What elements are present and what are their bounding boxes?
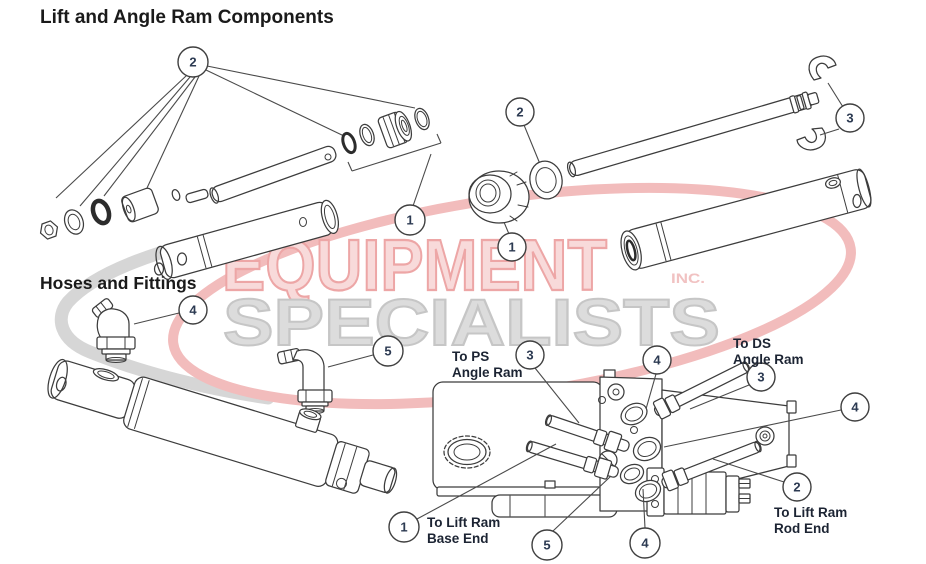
lift-packing-seal <box>529 160 563 200</box>
port-2 <box>632 436 662 462</box>
angle-ram-tube <box>155 199 340 280</box>
hose-ds <box>652 361 751 420</box>
callout-plug: 5 <box>531 529 563 561</box>
svg-text:To Lift Ram: To Lift Ram <box>774 505 847 520</box>
callout-elbow-5: 5 <box>372 335 404 367</box>
tube-side-hole <box>299 217 307 227</box>
cup-washer <box>63 209 85 235</box>
svg-text:2: 2 <box>189 55 196 70</box>
svg-text:4: 4 <box>189 303 197 318</box>
hex-nut <box>39 220 59 240</box>
callout-2-fan-lines <box>55 65 416 207</box>
tube-side-hole-2 <box>852 193 862 209</box>
callout-packing: 2 <box>505 97 535 127</box>
elbow-fitting-4 <box>91 298 136 363</box>
seal-ring-dark <box>90 198 112 226</box>
watermark-swoosh-gray <box>54 223 275 405</box>
base-plate <box>436 480 623 518</box>
label-to-lift-ram-rod-end: To Lift Ram Rod End <box>774 505 847 536</box>
port-1 <box>620 402 648 426</box>
svg-text:2: 2 <box>793 480 800 495</box>
svg-text:1: 1 <box>400 520 407 535</box>
tube-top-hole <box>825 177 841 189</box>
leader-elbow-4 <box>133 312 180 325</box>
svg-text:Rod End: Rod End <box>774 521 830 536</box>
svg-text:To Lift Ram: To Lift Ram <box>427 515 500 530</box>
ram-rod <box>209 145 337 204</box>
angle-ram-exploded: 2 1 <box>39 46 442 280</box>
outer-oring <box>414 107 430 131</box>
callout-ds-hose: 3 <box>746 362 776 392</box>
lift-ram-tube <box>620 168 872 271</box>
lift-ram-rod <box>566 91 820 178</box>
watermark-specialists: SPECIALISTS <box>223 285 720 359</box>
port-3 <box>619 463 645 485</box>
gland-nut <box>377 110 413 149</box>
callout-lift-gland-nut: 1 <box>497 232 527 262</box>
label-to-lift-ram-base-end: To Lift Ram Base End <box>427 515 500 546</box>
svg-text:Angle Ram: Angle Ram <box>452 365 523 380</box>
label-to-ds-angle-ram: To DS Angle Ram <box>733 336 804 367</box>
gland-seal <box>341 131 357 155</box>
svg-text:4: 4 <box>851 400 859 415</box>
watermark-inc: INC. <box>671 270 705 286</box>
pump-valve-assembly: 3 4 3 4 2 4 5 1 To <box>388 336 870 561</box>
callout-bottom-fitting: 4 <box>629 527 661 559</box>
callout-rod-hose: 2 <box>782 472 812 502</box>
port-4 <box>634 479 662 503</box>
svg-text:Angle Ram: Angle Ram <box>733 352 804 367</box>
callout-elbow-4: 4 <box>178 295 208 325</box>
svg-text:4: 4 <box>653 353 661 368</box>
piston <box>121 187 159 223</box>
hose-ps <box>544 414 630 454</box>
gland-oring <box>359 123 375 147</box>
svg-text:1: 1 <box>508 240 515 255</box>
filler-cap <box>443 435 491 469</box>
leader-clip-bottom <box>819 128 840 136</box>
hose-lift-rod <box>661 440 762 492</box>
pump-leader-lines <box>416 367 842 532</box>
hoses-heading: Hoses and Fittings <box>40 273 197 293</box>
clip-top <box>808 55 837 81</box>
group-bracket <box>347 133 442 207</box>
label-to-ps-angle-ram: To PS Angle Ram <box>452 349 523 380</box>
svg-text:5: 5 <box>384 344 391 359</box>
svg-text:2: 2 <box>516 105 523 120</box>
hose-lift-base <box>525 440 619 480</box>
callout-right-fitting: 4 <box>840 392 870 422</box>
leader-clip-top <box>827 82 844 108</box>
lift-gland-nut <box>468 170 530 224</box>
svg-text:To PS: To PS <box>452 349 489 364</box>
svg-text:Base End: Base End <box>427 531 489 546</box>
clip-bottom <box>796 127 826 151</box>
rod-port-hole <box>324 153 332 161</box>
callout-base-hose: 1 <box>388 511 420 543</box>
leader-elbow-5 <box>327 354 374 368</box>
callout-gland-group: 1 <box>394 204 426 236</box>
svg-text:4: 4 <box>641 536 649 551</box>
lift-ram-exploded: 2 1 3 <box>468 55 872 271</box>
small-ring <box>171 189 181 201</box>
callout-top-fitting: 4 <box>642 345 672 375</box>
clevis-hole-2 <box>176 252 188 266</box>
page-title: Lift and Angle Ram Components <box>40 7 334 28</box>
svg-text:1: 1 <box>406 213 413 228</box>
callout-ps-hose: 3 <box>515 340 545 370</box>
svg-text:3: 3 <box>846 111 853 126</box>
rod-stub <box>185 188 209 204</box>
hoses-and-fittings: 4 5 <box>47 295 404 494</box>
clevis-hole-1 <box>153 262 165 276</box>
elbow-fitting-5 <box>276 347 333 414</box>
svg-text:3: 3 <box>757 370 764 385</box>
callout-clips: 3 <box>835 103 865 133</box>
callout-seal-kit: 2 <box>177 46 209 78</box>
svg-text:5: 5 <box>543 538 550 553</box>
svg-text:3: 3 <box>526 348 533 363</box>
svg-text:To DS: To DS <box>733 336 771 351</box>
leader-packing <box>523 124 541 165</box>
assembled-lift-ram <box>47 358 398 494</box>
